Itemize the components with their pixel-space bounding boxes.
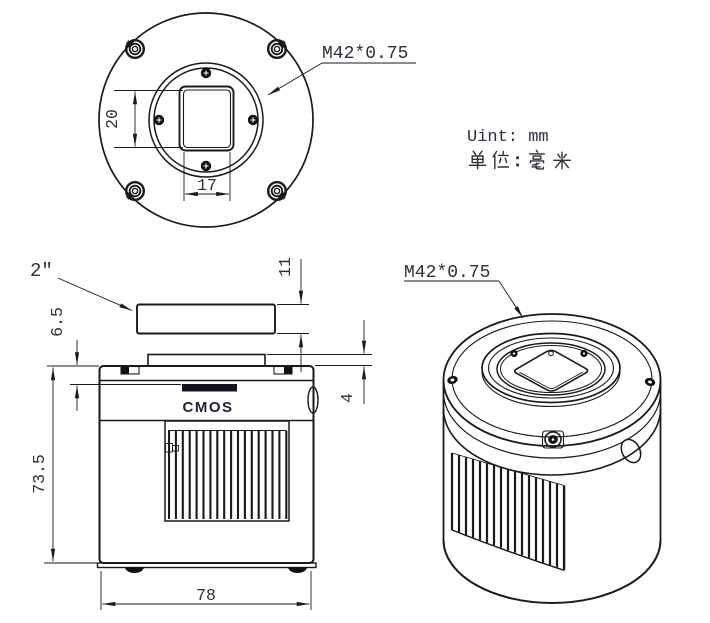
sensor-window-outer	[178, 85, 235, 152]
front-view: 20 17 M42*0.75	[98, 12, 416, 228]
unit-note-en: Uint: mm	[467, 128, 549, 147]
iso-thread-label: M42*0.75	[404, 263, 490, 283]
iso-view: M42*0.75	[404, 263, 662, 604]
dim-back-focus: 6.5	[47, 307, 181, 411]
dim-body-width: 78	[100, 571, 312, 610]
iso-ring-screws	[510, 349, 588, 358]
heatsink-recess	[164, 420, 290, 522]
camera-body-outline	[98, 12, 314, 228]
iso-body-bottom	[442, 539, 662, 604]
dim-body-width-label: 78	[196, 586, 216, 605]
iso-fins	[450, 453, 566, 571]
dim-sensor-height: 20	[103, 90, 183, 148]
tilt-plate	[147, 353, 266, 367]
ring-screws	[153, 67, 259, 172]
iso-side-port	[620, 438, 642, 464]
iso-thread-callout: M42*0.75	[404, 263, 524, 319]
iso-heatsink	[450, 452, 566, 571]
heatsink-fins	[167, 431, 288, 519]
cmos-label: CMOS	[183, 399, 234, 416]
foot-right	[288, 567, 307, 573]
sensor-window-inner	[182, 89, 232, 149]
clamp-tabs	[120, 365, 293, 375]
thread-ring-inner	[153, 67, 259, 173]
unit-note: Uint: mm	[467, 128, 571, 170]
dim-sensor-height-label: 20	[103, 109, 122, 129]
dim-sensor-width: 17	[183, 152, 231, 201]
iso-flange-outer	[442, 313, 662, 447]
front-thread-label: M42*0.75	[322, 44, 408, 64]
nosepiece-callout: 2″	[30, 260, 133, 311]
dim-back-focus-label: 6.5	[48, 307, 67, 337]
fin-clip-2	[172, 445, 179, 452]
nosepiece-barrel	[136, 303, 276, 335]
dim-nosepiece-height: 11	[276, 257, 309, 372]
unit-note-cn	[468, 149, 571, 170]
iso-front-screw	[541, 430, 565, 449]
camera-body-side	[98, 365, 315, 564]
nosepiece-label: 2″	[30, 260, 53, 282]
dim-nosepiece-height-label: 11	[276, 257, 295, 277]
side-port-bulge	[307, 386, 319, 414]
dim-body-height-label: 73.5	[30, 454, 49, 494]
front-thread-callout: M42*0.75	[267, 44, 416, 96]
iso-rim-screws	[447, 375, 656, 387]
iso-thread-ring	[481, 332, 621, 408]
foot-left	[125, 567, 144, 573]
dim-body-height: 73.5	[30, 367, 97, 564]
dim-flange-step-label: 4	[338, 393, 357, 403]
dim-flange-step: 4	[267, 320, 372, 404]
side-view: CMOS 2″ 11 4	[30, 257, 372, 610]
base-plate	[96, 562, 317, 569]
dim-sensor-width-label: 17	[197, 176, 217, 195]
corner-screw-lugs	[124, 39, 288, 201]
sensor-band	[182, 384, 237, 392]
iso-sensor-window	[513, 349, 589, 392]
thread-ring-outer	[148, 62, 264, 178]
